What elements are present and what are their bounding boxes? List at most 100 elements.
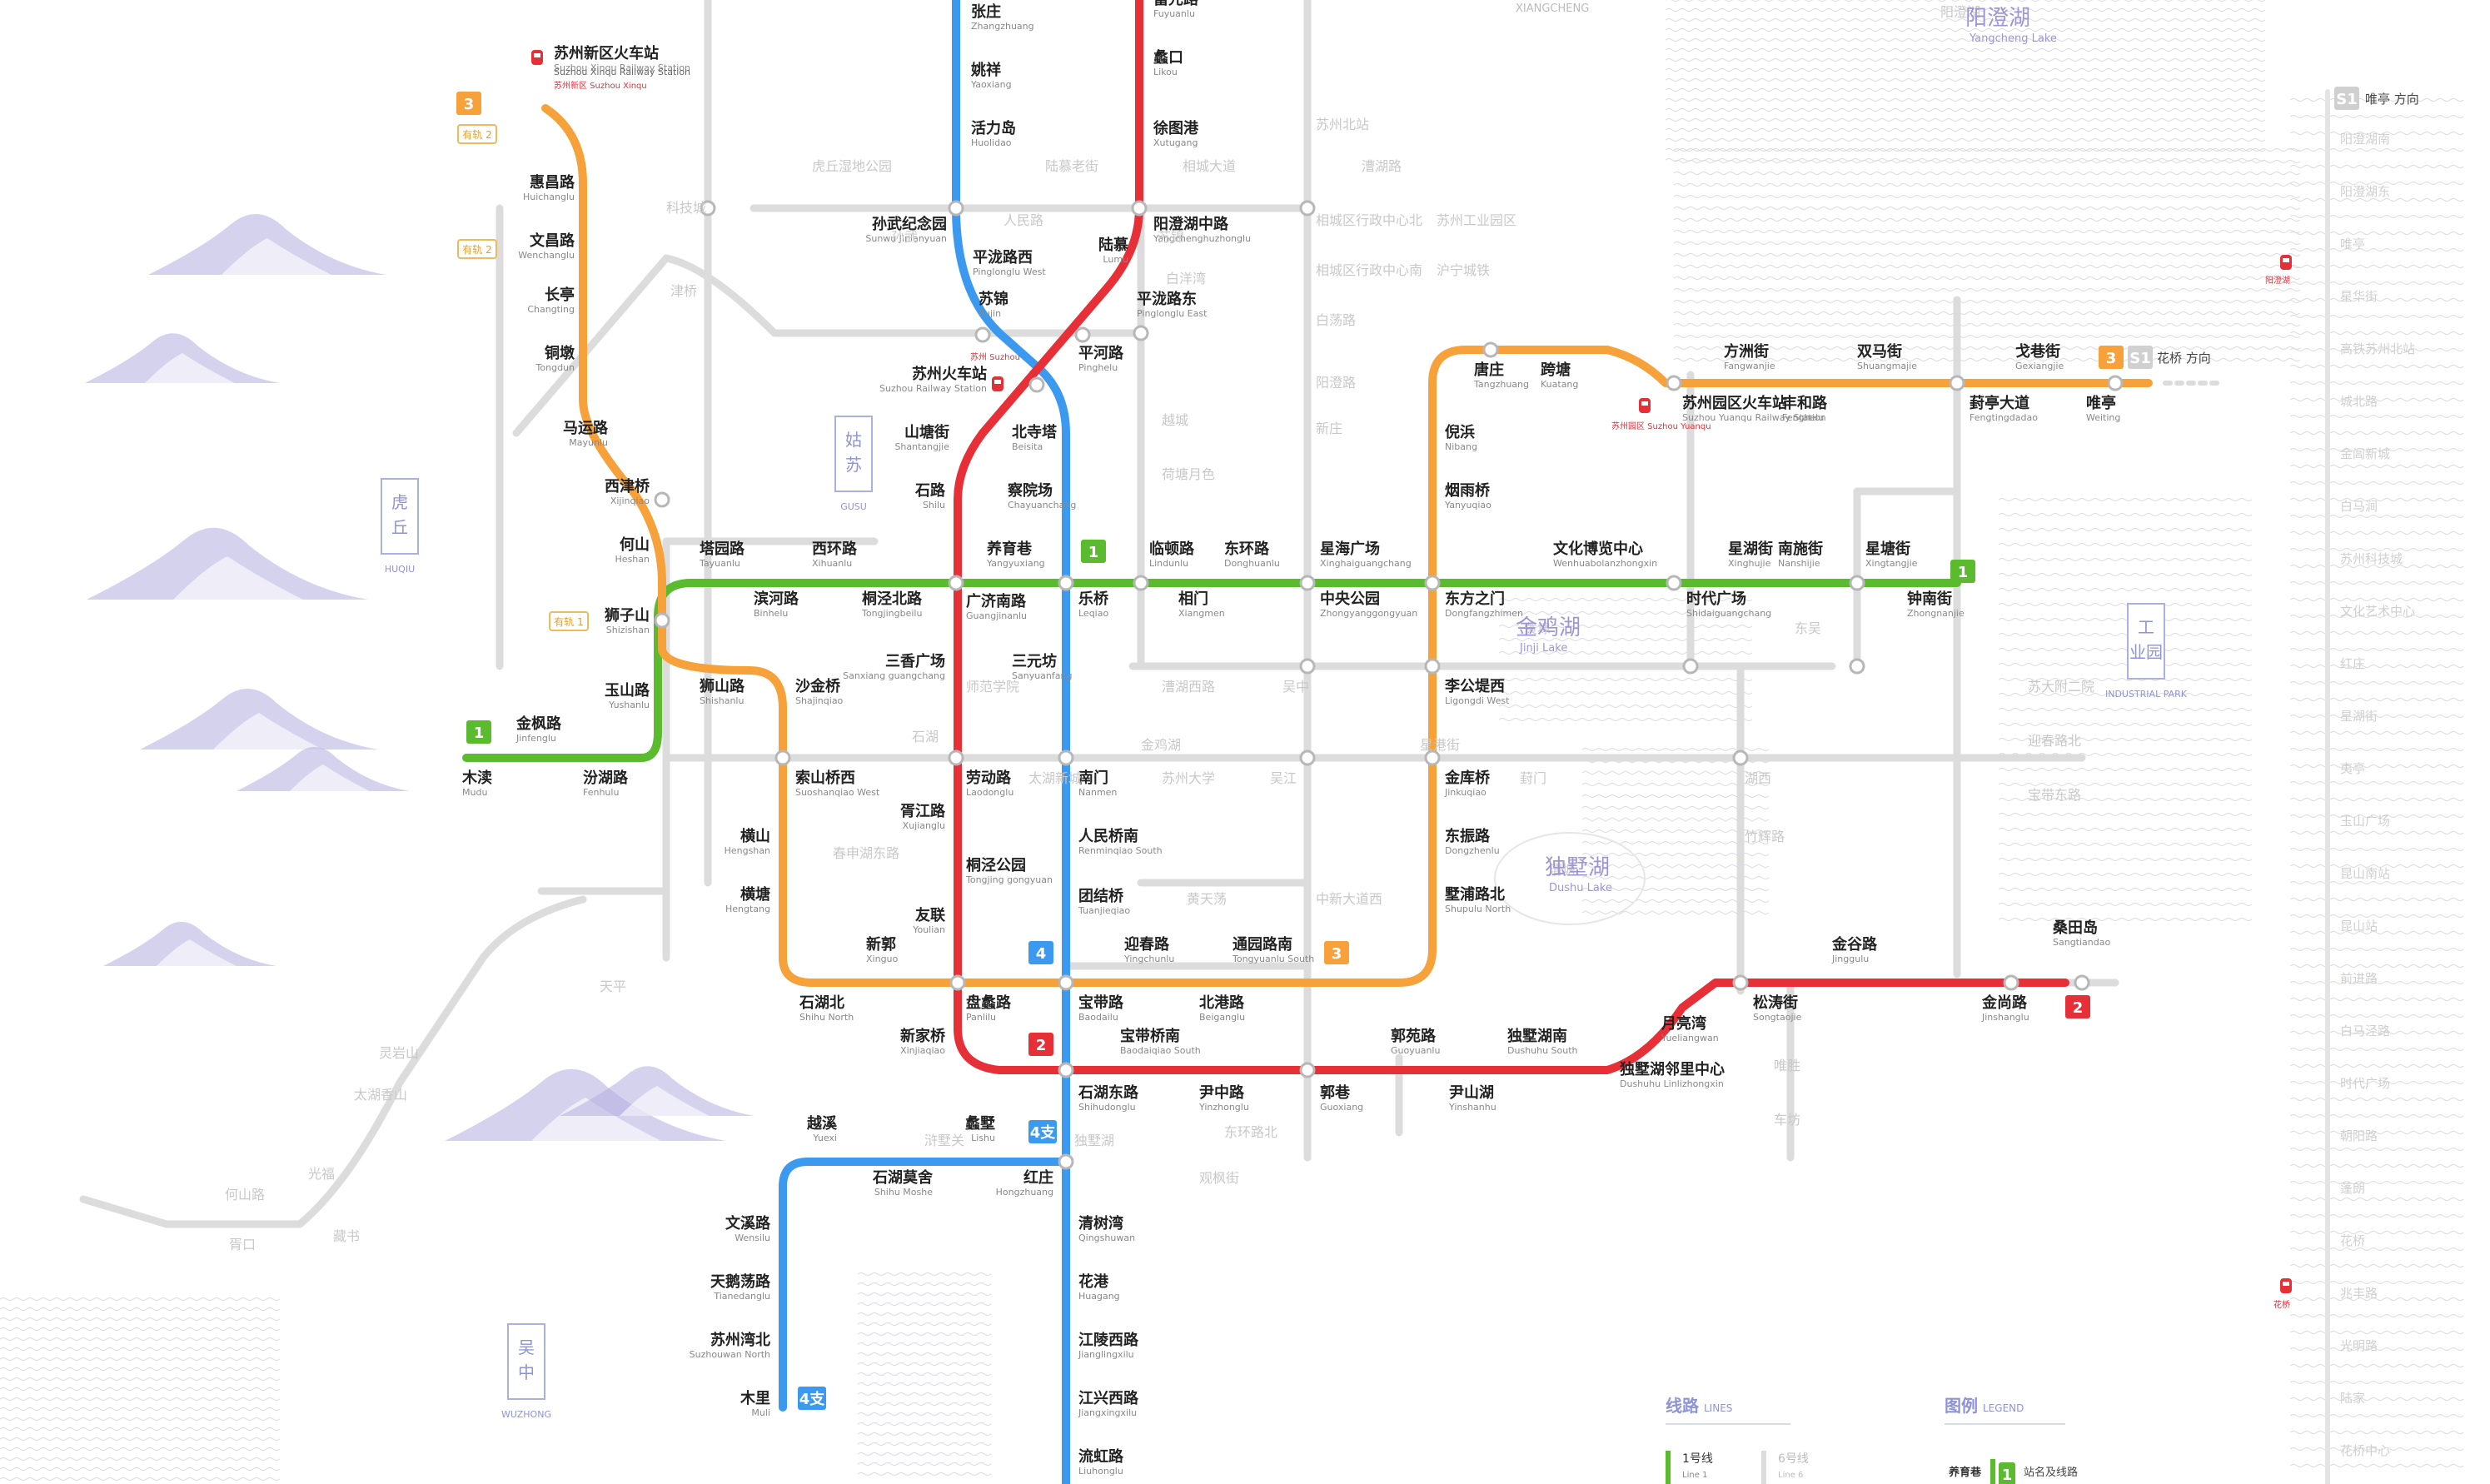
station-node[interactable] (1299, 658, 1316, 675)
station-node[interactable] (1424, 749, 1441, 766)
water-texture (1998, 753, 2253, 756)
water-texture (1998, 723, 2253, 726)
legend-sample-badge-num: 1 (2002, 1467, 2013, 1484)
water-texture (1673, 218, 2301, 222)
station-node[interactable] (948, 200, 964, 217)
line3-station-zh: 苏州园区火车站 (1682, 394, 1787, 412)
water-texture (0, 1387, 281, 1391)
station-node[interactable] (1424, 658, 1441, 675)
line2-station-en: Youlian (912, 924, 945, 935)
station-node[interactable] (1666, 375, 1682, 391)
station-node[interactable] (2003, 974, 2019, 991)
line3-station-en: Shihu North (799, 1012, 854, 1023)
legend-sample-badge (1999, 1462, 2015, 1484)
station-node[interactable] (1849, 575, 1865, 591)
station-node[interactable] (1058, 575, 1074, 591)
water-texture (2289, 798, 2464, 801)
station-node[interactable] (1299, 575, 1316, 591)
water-texture (1498, 718, 1753, 721)
station-node[interactable] (1028, 376, 1045, 393)
line-2-badge-east (2065, 995, 2090, 1018)
station-node[interactable] (2074, 974, 2090, 991)
water-texture (1998, 693, 2253, 696)
line4b-station-zh: 文溪路 (725, 1214, 771, 1233)
line1-station-zh: 南施街 (1778, 540, 1823, 558)
station-node[interactable] (1299, 749, 1316, 766)
station-node[interactable] (1133, 325, 1149, 341)
line4-station-en: Sujin (979, 308, 1001, 319)
station-node[interactable] (949, 974, 966, 991)
water-texture (857, 1342, 992, 1346)
station-node[interactable] (1299, 1062, 1316, 1078)
line3-station-en: Xijinqiao (610, 495, 650, 506)
line1-station-en: Shidaiguangchang (1686, 608, 1771, 619)
station-node[interactable] (1299, 200, 1316, 217)
station-node[interactable] (1058, 1153, 1074, 1170)
line2-station-zh: 松涛街 (1753, 993, 1798, 1012)
station-node[interactable] (1058, 974, 1074, 991)
station-node[interactable] (1424, 575, 1441, 591)
line4-station-zh: 江兴西路 (1078, 1389, 1139, 1407)
line1-station-en: Nanshijie (1778, 558, 1820, 569)
water-texture (1998, 618, 2253, 621)
s1-station-label: 前进路 (2340, 971, 2378, 986)
station-node[interactable] (1133, 575, 1149, 591)
line2-station-zh: 石湖东路 (1078, 1083, 1139, 1102)
mountain-highlight (222, 238, 331, 275)
water-texture (2289, 1031, 2464, 1034)
water-texture (1498, 691, 1753, 695)
station-node[interactable] (1849, 658, 1865, 675)
water-texture (1998, 858, 2253, 861)
station-node[interactable] (654, 491, 670, 508)
station-node[interactable] (2107, 375, 2124, 391)
station-node[interactable] (1058, 1062, 1074, 1078)
line2-station-en: Xujianglu (903, 820, 945, 831)
line4-station-zh: 三元坊 (1012, 652, 1057, 670)
line3-station-en: Suoshanqiao West (795, 787, 880, 798)
line3-station-en: Tongdun (535, 362, 575, 373)
line4-station-en: Nanmen (1078, 787, 1117, 798)
line3-station-en: Yingchunlu (1123, 954, 1174, 964)
water-texture (2289, 481, 2464, 485)
station-node[interactable] (974, 326, 991, 343)
water-texture (2289, 1364, 2464, 1367)
station-node[interactable] (948, 575, 964, 591)
station-node[interactable] (1058, 749, 1074, 766)
station-node[interactable] (1949, 375, 1965, 391)
station-node[interactable] (948, 749, 964, 766)
station-node[interactable] (1732, 974, 1749, 991)
s1-station-label: 兆丰路 (2340, 1286, 2378, 1301)
line3-station-en: Changting (527, 304, 575, 315)
station-node[interactable] (1131, 200, 1148, 217)
line2-station-zh: 劳动路 (966, 769, 1012, 787)
line-1-badge-east-num: 1 (1958, 564, 1969, 581)
station-node[interactable] (1666, 575, 1682, 591)
station-node[interactable] (1482, 341, 1499, 358)
station-node[interactable] (654, 612, 670, 629)
water-texture (857, 1432, 992, 1436)
station-node[interactable] (1732, 749, 1749, 766)
line1-station-zh: 钟南街 (1907, 590, 1952, 608)
line4-station-en: Pinglonglu West (973, 266, 1046, 277)
water-texture (2289, 1081, 2464, 1084)
station-node[interactable] (1074, 326, 1091, 343)
future-station-label: 黄埭 (1524, 620, 1551, 636)
district-huqiu-zh1: 虎 (391, 492, 408, 512)
tram-label (457, 124, 497, 144)
water-texture (2289, 581, 2464, 585)
mountain-highlight (145, 353, 235, 383)
district-industrial-zh1: 工 (2138, 617, 2154, 637)
station-node[interactable] (774, 749, 791, 766)
station-node[interactable] (700, 200, 716, 217)
water-texture (2289, 1064, 2464, 1068)
s1-station-label: 星湖街 (2340, 709, 2378, 724)
line-4-path (952, 0, 1070, 1484)
water-texture (2289, 198, 2464, 202)
station-node[interactable] (1682, 658, 1699, 675)
water-texture (1998, 798, 2253, 801)
line3-station-zh: 戈巷街 (2015, 342, 2060, 361)
water-texture (2289, 248, 2464, 251)
legend-lines-title-en: LINES (1704, 1402, 1732, 1414)
line4-station-en: Beisita (1012, 441, 1043, 452)
line2-station-en: Shilu (923, 500, 945, 510)
